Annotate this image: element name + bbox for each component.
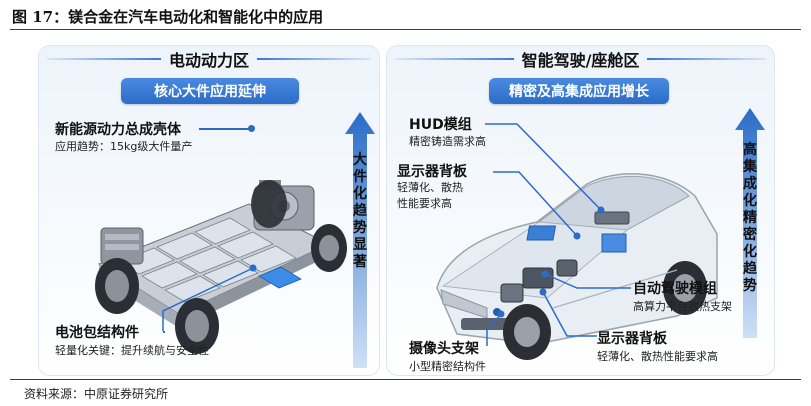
- camera-leader: [486, 310, 505, 346]
- hud-module-desc: 精密铸造需求高: [409, 135, 486, 148]
- left-panel-header: 电动动力区: [39, 46, 379, 72]
- figure-title: 图 17：镁合金在汽车电动化和智能化中的应用: [12, 8, 324, 26]
- header-line-left: [47, 58, 161, 60]
- hud-leader: [485, 123, 605, 214]
- left-panel-title: 电动动力区: [169, 51, 250, 70]
- right-panel-banner: 精密及高集成应用增长: [489, 78, 669, 104]
- powertrain-housing-desc: 应用趋势：15kg级大件量产: [55, 140, 193, 153]
- battery-pack-label: 电池包结构件: [55, 325, 139, 341]
- source-note: 资料来源：中原证券研究所: [24, 387, 169, 401]
- ev-chassis-illustration: [95, 180, 347, 354]
- left-trend-text: 大件化趋势显著: [353, 152, 367, 270]
- right-panel-header: 智能驾驶/座舱区: [387, 46, 774, 72]
- display-leader-1: [493, 171, 581, 240]
- battery-leader-line: [163, 331, 165, 333]
- display-backplate-desc-1b: 性能要求高: [397, 197, 452, 210]
- display-backplate-label-2: 显示器背板: [597, 331, 667, 347]
- display-backplate-desc-2: 轻薄化、散热性能要求高: [597, 350, 718, 363]
- powertrain-housing-label: 新能源动力总成壳体: [55, 122, 181, 138]
- top-rule: [10, 29, 801, 30]
- header-line-right-r: [647, 58, 767, 60]
- display-backplate-desc-1a: 轻薄化、散热: [397, 181, 463, 194]
- battery-leader: [162, 264, 257, 331]
- header-line-left-r: [395, 58, 514, 60]
- display-leader-2: [539, 288, 597, 337]
- camera-bracket-desc: 小型精密结构件: [409, 360, 486, 373]
- bottom-rule: [10, 379, 801, 380]
- transparent-car-illustration: [436, 173, 718, 360]
- header-line-right: [257, 58, 372, 60]
- powertrain-marker: [248, 125, 255, 132]
- right-panel-title: 智能驾驶/座舱区: [521, 51, 640, 70]
- display-backplate-label-1: 显示器背板: [397, 164, 467, 180]
- smart-cockpit-panel: 智能驾驶/座舱区 精密及高集成应用增长 HUD模组 精密铸造需求高: [386, 45, 775, 376]
- hud-module-label: HUD模组: [409, 117, 472, 133]
- left-panel-banner: 核心大件应用延伸: [121, 78, 299, 104]
- powertrain-leader-line: [199, 128, 251, 130]
- electric-powertrain-panel: 电动动力区 核心大件应用延伸: [38, 45, 380, 376]
- camera-bracket-label: 摄像头支架: [409, 341, 479, 357]
- up-arrow-left: [345, 112, 375, 368]
- battery-pack-desc: 轻量化关键：提升续航与安全性: [55, 344, 209, 357]
- right-trend-text: 高集成化精密化趋势: [743, 142, 757, 294]
- autonomous-leader: [541, 270, 631, 289]
- up-arrow-right: [735, 108, 765, 338]
- autonomous-module-desc: 高算力平台散热支架: [633, 300, 732, 313]
- autonomous-module-label: 自动驾驶模组: [633, 281, 717, 297]
